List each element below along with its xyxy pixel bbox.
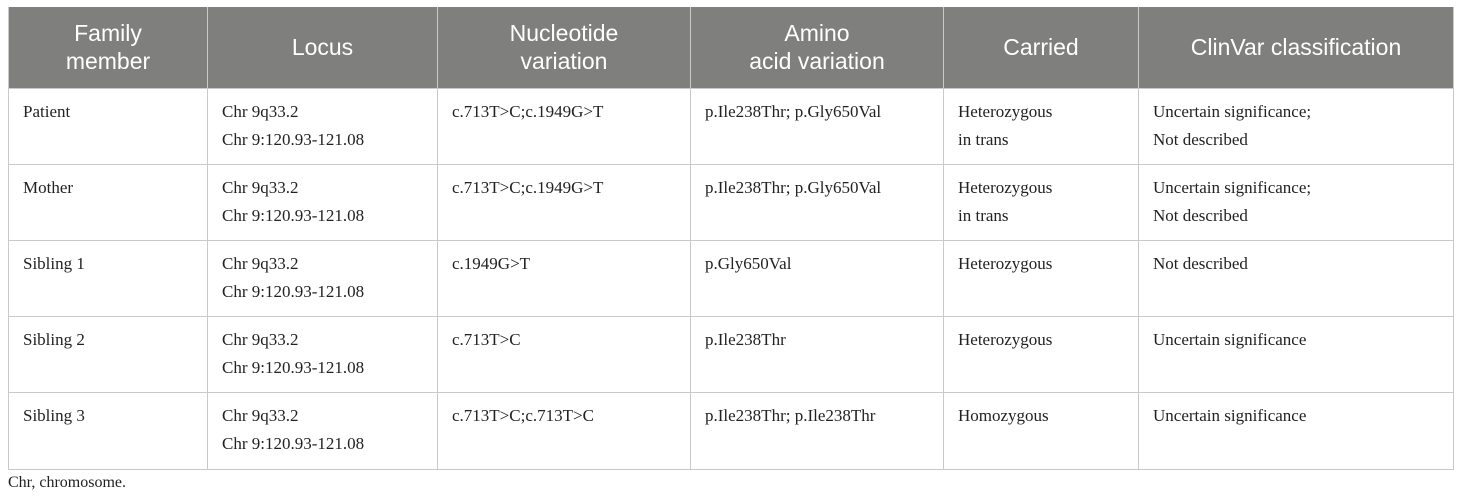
table-row: Sibling 3 Chr 9q33.2 Chr 9:120.93-121.08… [8,391,1454,470]
variant-table: Family member Locus Nucleotide variation… [8,7,1454,470]
cell-clinvar-classification: Not described [1138,239,1454,317]
cell-clinvar-classification: Uncertain significance; Not described [1138,163,1454,241]
cell-carried: Heterozygous [943,315,1139,393]
cell-family-member: Mother [8,163,208,241]
cell-amino-acid-variation: p.Ile238Thr; p.Ile238Thr [690,391,944,470]
cell-carried: Heterozygous [943,239,1139,317]
cell-nucleotide-variation: c.713T>C;c.1949G>T [437,163,691,241]
cell-locus: Chr 9q33.2 Chr 9:120.93-121.08 [207,315,438,393]
header-row: Family member Locus Nucleotide variation… [8,7,1454,88]
cell-amino-acid-variation: p.Ile238Thr [690,315,944,393]
cell-amino-acid-variation: p.Ile238Thr; p.Gly650Val [690,163,944,241]
cell-carried: Heterozygous in trans [943,87,1139,165]
cell-nucleotide-variation: c.713T>C;c.713T>C [437,391,691,470]
table-row: Mother Chr 9q33.2 Chr 9:120.93-121.08 c.… [8,163,1454,241]
cell-family-member: Sibling 2 [8,315,208,393]
cell-carried: Heterozygous in trans [943,163,1139,241]
cell-clinvar-classification: Uncertain significance; Not described [1138,87,1454,165]
cell-locus: Chr 9q33.2 Chr 9:120.93-121.08 [207,239,438,317]
cell-family-member: Sibling 1 [8,239,208,317]
cell-amino-acid-variation: p.Ile238Thr; p.Gly650Val [690,87,944,165]
header-amino-acid-variation: Amino acid variation [690,7,944,88]
header-clinvar-classification: ClinVar classification [1138,7,1454,88]
table-row: Sibling 2 Chr 9q33.2 Chr 9:120.93-121.08… [8,315,1454,393]
cell-locus: Chr 9q33.2 Chr 9:120.93-121.08 [207,87,438,165]
cell-family-member: Patient [8,87,208,165]
cell-clinvar-classification: Uncertain significance [1138,391,1454,470]
cell-clinvar-classification: Uncertain significance [1138,315,1454,393]
header-family-member: Family member [8,7,208,88]
cell-family-member: Sibling 3 [8,391,208,470]
table-row: Patient Chr 9q33.2 Chr 9:120.93-121.08 c… [8,87,1454,165]
header-nucleotide-variation: Nucleotide variation [437,7,691,88]
cell-nucleotide-variation: c.713T>C [437,315,691,393]
cell-nucleotide-variation: c.1949G>T [437,239,691,317]
cell-locus: Chr 9q33.2 Chr 9:120.93-121.08 [207,163,438,241]
cell-carried: Homozygous [943,391,1139,470]
table-footnote: Chr, chromosome. [8,474,127,491]
table-row: Sibling 1 Chr 9q33.2 Chr 9:120.93-121.08… [8,239,1454,317]
cell-nucleotide-variation: c.713T>C;c.1949G>T [437,87,691,165]
header-carried: Carried [943,7,1139,88]
cell-amino-acid-variation: p.Gly650Val [690,239,944,317]
header-locus: Locus [207,7,438,88]
cell-locus: Chr 9q33.2 Chr 9:120.93-121.08 [207,391,438,470]
